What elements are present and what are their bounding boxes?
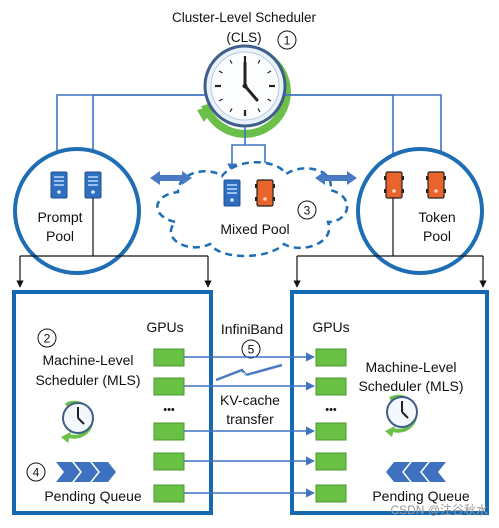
infiniband-label: InfiniBand	[221, 321, 283, 337]
right-chevron-queue-icon	[386, 462, 446, 482]
left-gpus-label: GPUs	[146, 319, 183, 335]
pool-to-machine-arrows	[16, 198, 487, 288]
cls-to-pools-arrows	[52, 94, 446, 173]
left-machine: 2 Machine-Level Scheduler (MLS) GPUs •••…	[12, 290, 213, 515]
server-icon	[425, 171, 447, 199]
gpu-chip-icon	[315, 377, 347, 396]
right-mls-clock-icon	[385, 394, 418, 437]
server-icon	[223, 179, 241, 207]
gpu-chip-icon	[153, 422, 185, 441]
gpu-chip-icon	[153, 484, 185, 503]
gpu-chip-icon	[153, 452, 185, 471]
mixed-pool-number-badge: 3	[297, 200, 317, 220]
left-mls-title-2: Scheduler (MLS)	[35, 372, 140, 388]
gpu-chip-icon	[315, 484, 347, 503]
watermark: CSDN @注谷秋水	[390, 502, 488, 517]
prompt-pool: Prompt Pool	[13, 147, 141, 275]
left-machine-number-badge: 2	[37, 328, 57, 348]
cls-title: Cluster-Level Scheduler	[172, 10, 317, 25]
server-icon	[383, 171, 405, 199]
svg-text:1: 1	[284, 34, 291, 48]
prompt-pool-label-2: Pool	[46, 228, 74, 244]
gpu-chip-icon	[315, 348, 347, 367]
right-machine: GPUs Machine-Level Scheduler (MLS) ••• P…	[290, 290, 489, 515]
pool-transfer-arrow-right	[315, 171, 357, 185]
prompt-pool-label: Prompt	[37, 209, 82, 225]
token-pool-label: Token	[418, 209, 455, 225]
svg-text:2: 2	[44, 332, 51, 346]
svg-text:4: 4	[33, 466, 40, 480]
right-mls-title-2: Scheduler (MLS)	[358, 378, 463, 394]
left-queue-label: Pending Queue	[44, 488, 142, 504]
pool-transfer-arrow-left	[150, 171, 192, 185]
kv-cache-label-2: transfer	[226, 411, 274, 427]
left-chevron-queue-icon	[56, 462, 116, 482]
right-gpu-ellipsis: •••	[325, 404, 337, 416]
token-pool-label-2: Pool	[423, 228, 451, 244]
right-gpus-label: GPUs	[312, 319, 349, 335]
svg-text:5: 5	[248, 343, 255, 357]
right-mls-title: Machine-Level	[365, 359, 456, 375]
lightning-icon	[215, 363, 284, 384]
gpu-chip-icon	[153, 348, 185, 367]
right-queue-label: Pending Queue	[372, 488, 470, 504]
cls-clock-icon	[197, 44, 291, 138]
left-gpu-ellipsis: •••	[163, 404, 175, 416]
gpu-chip-icon	[315, 422, 347, 441]
mixed-pool: Mixed Pool 3	[156, 161, 349, 258]
kv-cache-label: KV-cache	[220, 392, 280, 408]
link-number-badge: 5	[241, 339, 261, 359]
gpu-chip-icon	[315, 452, 347, 471]
left-queue-number-badge: 4	[26, 462, 46, 482]
server-icon	[50, 171, 68, 199]
svg-text:3: 3	[304, 204, 311, 218]
left-mls-clock-icon	[61, 400, 94, 443]
infiniband-link: InfiniBand 5 KV-cache transfer	[184, 321, 315, 498]
server-icon	[84, 171, 102, 199]
token-pool: Token Pool	[356, 147, 484, 275]
cls-abbrev: (CLS)	[226, 30, 261, 45]
server-icon	[254, 179, 276, 207]
gpu-chip-icon	[153, 377, 185, 396]
cls-number-badge: 1	[277, 30, 297, 50]
left-mls-title: Machine-Level	[42, 352, 133, 368]
mixed-pool-label: Mixed Pool	[220, 221, 289, 237]
